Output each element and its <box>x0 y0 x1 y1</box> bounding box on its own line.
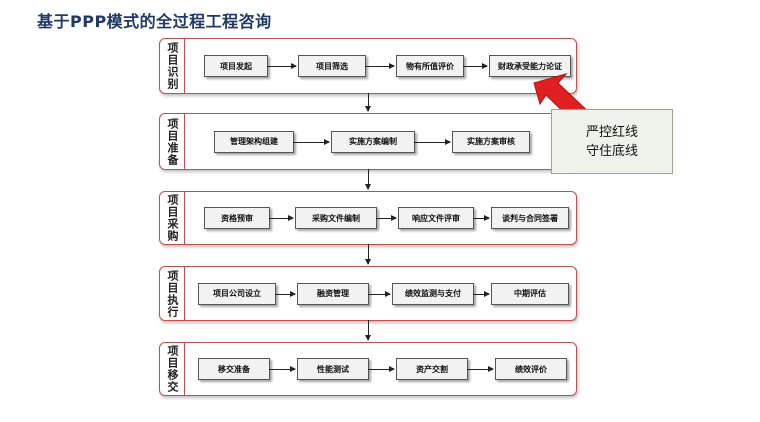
flow-arrow <box>365 63 395 69</box>
step-box: 绩效评价 <box>495 358 567 380</box>
step-box: 财政承受能力论证 <box>489 55 571 77</box>
stage-arrow <box>365 169 371 190</box>
step-box: 实施方案编制 <box>331 130 415 153</box>
step-box: 性能测试 <box>297 358 369 380</box>
stage-label: 项目采购 <box>160 192 185 244</box>
step-box: 管理架构组建 <box>214 130 294 153</box>
step-box: 项目发起 <box>204 55 268 77</box>
step-box: 谈判与合同签署 <box>491 207 569 229</box>
step-box: 融资管理 <box>297 282 369 305</box>
flow-arrow <box>293 138 330 145</box>
flow-arrow <box>275 290 296 297</box>
flow-arrow <box>473 215 490 221</box>
flow-arrow <box>473 290 490 297</box>
flow-arrow <box>368 290 391 297</box>
step-box: 资格预审 <box>204 207 270 229</box>
stage-label: 项目执行 <box>160 267 185 320</box>
flow-arrow <box>463 63 488 69</box>
stage-procurement: 项目采购 资格预审 采购文件编制 响应文件评审 谈判与合同签署 <box>159 191 577 245</box>
stage-handover: 项目移交 移交准备 性能测试 资产交割 绩效评价 <box>159 342 577 396</box>
flow-arrow <box>269 366 296 372</box>
flow-arrow <box>376 215 397 221</box>
callout-line: 严控红线 <box>585 124 638 140</box>
step-box: 响应文件评审 <box>398 207 474 229</box>
step-box: 移交准备 <box>198 358 270 380</box>
step-box: 采购文件编制 <box>295 207 377 229</box>
step-box: 物有所值评价 <box>396 55 464 77</box>
step-box: 项目公司设立 <box>198 282 276 305</box>
flow-arrow <box>414 138 451 145</box>
flow-arrow <box>368 366 395 372</box>
stage-arrow <box>365 320 371 341</box>
stage-label: 项目移交 <box>160 343 185 395</box>
page-title: 基于PPP模式的全过程工程咨询 <box>37 12 272 31</box>
stage-execution: 项目执行 项目公司设立 融资管理 绩效监测与支付 中期评估 <box>159 266 577 321</box>
stage-preparation: 项目准备 管理架构组建 实施方案编制 实施方案审核 <box>159 113 577 170</box>
flow-arrow <box>269 215 294 221</box>
flow-arrow <box>267 63 297 69</box>
stage-arrow <box>365 93 371 112</box>
step-box: 项目筛选 <box>298 55 366 77</box>
callout-box: 严控红线 守住底线 <box>551 109 673 174</box>
flow-arrow <box>467 366 494 372</box>
stage-label: 项目准备 <box>160 114 185 169</box>
step-box: 实施方案审核 <box>452 130 530 153</box>
stage-arrow <box>365 244 371 265</box>
step-box: 中期评估 <box>491 282 569 305</box>
stage-identification: 项目识别 项目发起 项目筛选 物有所值评价 财政承受能力论证 <box>159 38 577 94</box>
step-box: 资产交割 <box>396 358 468 380</box>
callout-line: 守住底线 <box>585 143 638 159</box>
step-box: 绩效监测与支付 <box>392 282 474 305</box>
stage-label: 项目识别 <box>160 39 185 93</box>
